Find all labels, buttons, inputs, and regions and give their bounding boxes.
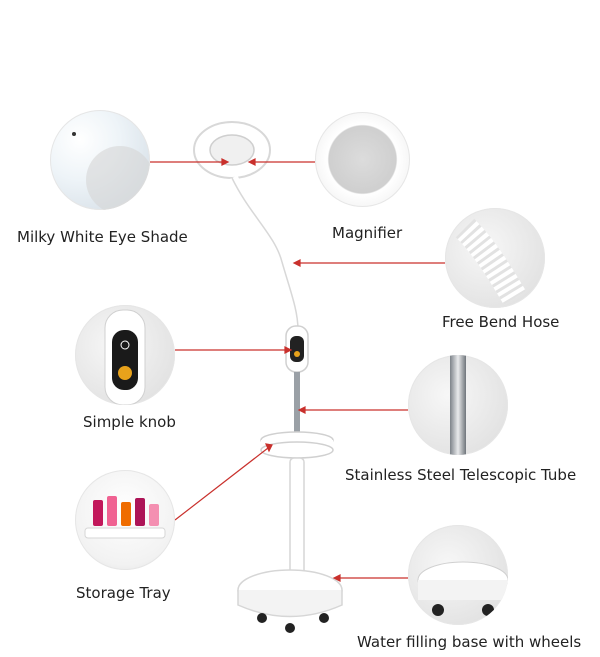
arrowhead — [292, 259, 301, 267]
callout-tray — [174, 447, 269, 521]
storage-tray-shape — [260, 431, 334, 459]
wheel-base — [237, 569, 343, 633]
steel-tube — [294, 372, 300, 432]
magnifier-head — [193, 121, 271, 179]
arrowhead — [265, 443, 273, 453]
knob-detail-circle — [75, 305, 175, 405]
arrowhead — [284, 346, 293, 354]
callout-lines — [150, 158, 445, 582]
label-magnifier: Magnifier — [332, 224, 403, 242]
label-knob: Simple knob — [83, 413, 176, 431]
tray-detail-circle — [75, 470, 175, 570]
tube-detail-circle — [408, 355, 508, 455]
eye-shade-detail-circle — [50, 110, 150, 210]
arrowhead — [297, 406, 306, 414]
arrowhead — [332, 574, 341, 582]
base-detail-circle — [408, 525, 508, 625]
gooseneck-hose — [226, 175, 304, 331]
label-base: Water filling base with wheels — [357, 633, 582, 651]
label-tube: Stainless Steel Telescopic Tube — [345, 466, 577, 484]
control-knob-body — [285, 325, 309, 373]
arrowhead — [247, 158, 256, 166]
arrowhead — [221, 158, 230, 166]
magnifier-detail-circle — [315, 112, 410, 207]
label-hose: Free Bend Hose — [442, 313, 560, 331]
hose-detail-circle — [445, 208, 545, 308]
label-tray: Storage Tray — [76, 584, 171, 602]
label-eye-shade: Milky White Eye Shade — [17, 228, 188, 246]
